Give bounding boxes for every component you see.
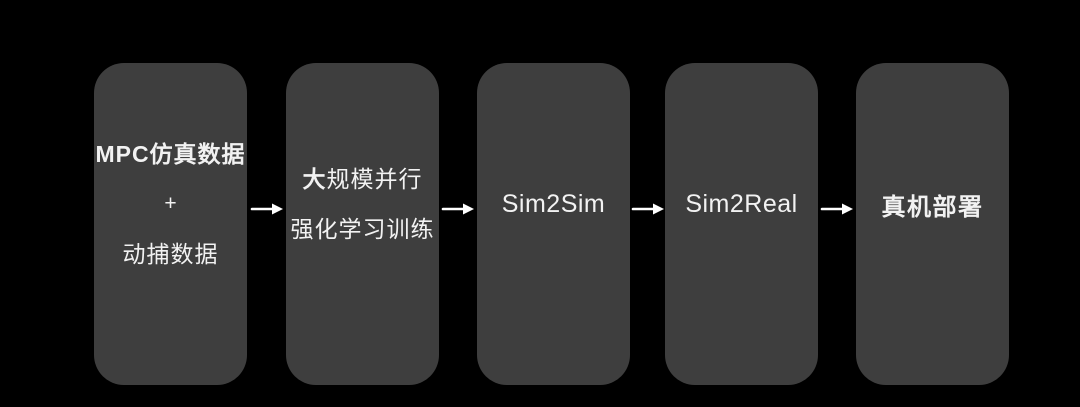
node-line-mocap-data: 动捕数据 [122, 241, 219, 267]
node-line-mpc-sim-data: MPC仿真数据 [95, 141, 246, 167]
node-line-rl-training: 强化学习训练 [290, 216, 435, 242]
node-content: 真机部署 [856, 187, 1009, 222]
arrow-right-icon [441, 203, 474, 215]
arrow-head [842, 203, 853, 215]
node-parallel-rl-training: 大规模并行 强化学习训练 [286, 63, 439, 385]
arrow-head [653, 203, 664, 215]
node-mpc-and-mocap-data: MPC仿真数据 + 动捕数据 [94, 63, 247, 385]
node-sim2real: Sim2Real [665, 63, 818, 385]
node-content: Sim2Sim [477, 190, 630, 219]
arrow-right-icon [631, 203, 664, 215]
node-content: Sim2Real [665, 190, 818, 219]
node-label-sim2real: Sim2Real [685, 189, 798, 218]
node-line-large-scale-parallel: 大规模并行 [286, 154, 439, 204]
plus-sign: + [164, 192, 177, 215]
node-line-rest: 规模并行 [326, 166, 423, 192]
node-label-sim2sim: Sim2Sim [501, 189, 606, 218]
arrow-right-icon [820, 203, 853, 215]
node-real-robot-deployment: 真机部署 [856, 63, 1009, 385]
node-line-bold-prefix: 大 [302, 166, 327, 192]
node-content: 大规模并行 强化学习训练 [286, 154, 439, 254]
node-label-real-robot-deployment: 真机部署 [881, 193, 984, 221]
node-content: MPC仿真数据 + 动捕数据 [94, 129, 247, 279]
arrow-right-icon [250, 203, 283, 215]
arrow-head [463, 203, 474, 215]
node-sim2sim: Sim2Sim [477, 63, 630, 385]
arrow-head [272, 203, 283, 215]
